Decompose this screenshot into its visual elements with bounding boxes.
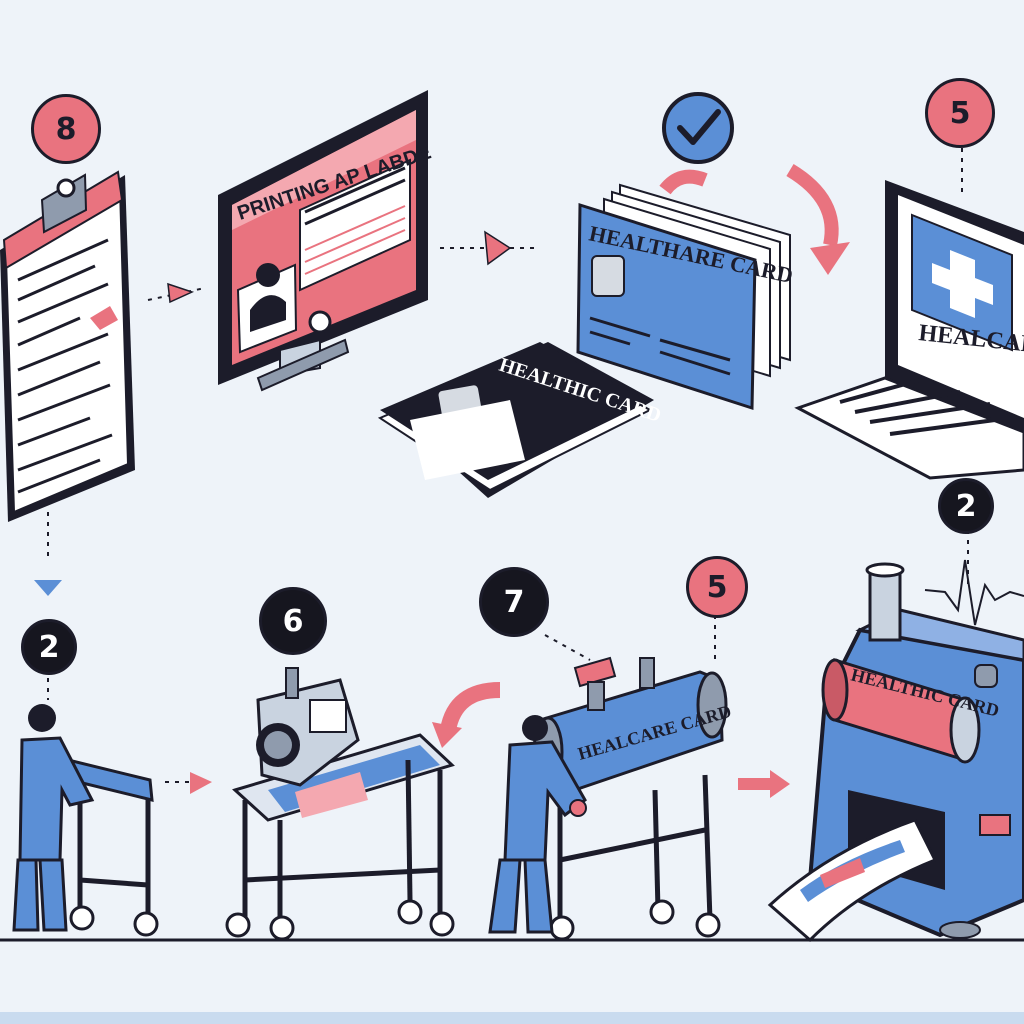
step-badge-6-label: 6 xyxy=(282,603,304,639)
curved-arrow-down xyxy=(786,163,839,247)
step-badge-7-label: 7 xyxy=(503,584,525,620)
bottom-band xyxy=(0,1012,1024,1024)
step-badge-5-top-label: 5 xyxy=(949,95,971,131)
black-card xyxy=(377,342,654,498)
step-badge-6: 6 xyxy=(259,587,327,655)
step-badge-2-left: 2 xyxy=(21,619,77,675)
laptop xyxy=(794,180,1024,480)
press-station xyxy=(225,667,455,941)
printer xyxy=(767,559,1024,943)
arrow-head-2 xyxy=(484,230,512,266)
step-badge-5-mid: 5 xyxy=(686,556,748,618)
step-badge-5-mid-label: 5 xyxy=(706,569,728,605)
arrow-head-1 xyxy=(167,282,195,304)
arrow-right-bottom xyxy=(738,770,790,798)
step-badge-2-right-label: 2 xyxy=(955,488,977,524)
step-badge-2-right: 2 xyxy=(938,478,994,534)
monitor xyxy=(218,90,428,392)
waveform xyxy=(924,559,1024,626)
worker-station-1 xyxy=(12,704,159,937)
step-badge-7: 7 xyxy=(479,567,549,637)
step-badge-2-left-label: 2 xyxy=(38,629,60,665)
curved-arrow-small xyxy=(659,169,708,195)
curved-arrow-left xyxy=(440,682,501,732)
blue-card-stack xyxy=(576,183,791,411)
step-badge-5-top: 5 xyxy=(925,78,995,148)
step-badge-8-label: 8 xyxy=(55,111,77,147)
check-icon xyxy=(662,92,734,164)
arrow-head-down xyxy=(34,580,62,596)
step-badge-8: 8 xyxy=(31,94,101,164)
roller-station xyxy=(488,656,728,941)
clipboard-icon xyxy=(0,170,135,522)
